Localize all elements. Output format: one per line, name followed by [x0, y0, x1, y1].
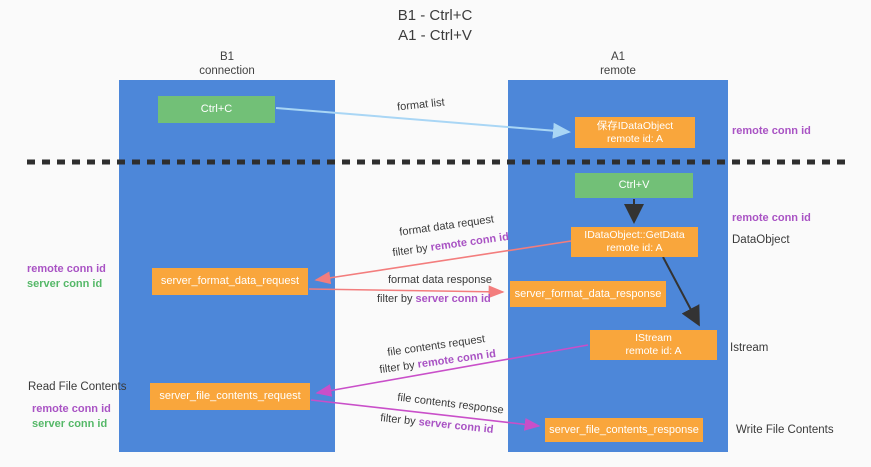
server-format-data-response-box: server_format_data_response	[510, 281, 666, 307]
arrow-format-data-request	[314, 240, 572, 285]
server-format-data-request-box: server_format_data_request	[152, 268, 308, 295]
server-file-contents-request-box: server_file_contents_request	[150, 383, 310, 410]
server-conn-id-label: server conn id	[27, 277, 103, 290]
arrow-format-list	[275, 107, 571, 139]
filter-by-server-label-1: filter by server conn id	[377, 293, 491, 305]
server-conn-id-label: server conn id	[32, 417, 108, 430]
istream-box: IStream remote id: A	[590, 330, 717, 360]
save-idataobject-box: 保存IDataObject remote id: A	[575, 117, 695, 148]
remote-conn-id-label: remote conn id	[32, 403, 111, 415]
istream-side-label: Istream	[730, 342, 769, 354]
server-format-data-request-label: server_format_data_request	[160, 275, 300, 287]
right-column-header: A1 remote	[508, 50, 728, 78]
diagram-title: B1 - Ctrl+C A1 - Ctrl+V	[300, 6, 570, 46]
save-idataobject-line2: remote id: A	[606, 132, 664, 145]
save-idataobject-line1: 保存IDataObject	[596, 119, 674, 132]
istream-line2: remote id: A	[625, 345, 682, 357]
arrow-format-data-response	[308, 285, 505, 299]
left-column-header: B1 connection	[119, 50, 335, 78]
left-conn-id-pair-1: remote conn id server conn id	[27, 262, 106, 291]
arrow-file-contents-request	[315, 344, 589, 397]
format-data-response-label: format data response	[388, 274, 492, 286]
title-line-2: A1 - Ctrl+V	[398, 27, 472, 44]
remote-conn-id-label-top: remote conn id	[732, 125, 811, 137]
read-file-contents-label: Read File Contents	[28, 381, 127, 393]
ctrl-v-label: Ctrl+V	[618, 179, 650, 191]
server-file-contents-response-box: server_file_contents_response	[545, 418, 703, 442]
dataobject-label: DataObject	[732, 234, 790, 246]
left-conn-id-pair-2: remote conn id server conn id	[32, 402, 111, 431]
write-file-contents-label: Write File Contents	[736, 424, 834, 436]
remote-conn-id-label-mid: remote conn id	[732, 212, 811, 224]
server-conn-id-highlight: server conn id	[415, 293, 491, 305]
server-file-contents-response-label: server_file_contents_response	[549, 423, 699, 436]
getdata-box: IDataObject::GetData remote id: A	[571, 227, 698, 257]
getdata-line1: IDataObject::GetData	[584, 229, 685, 241]
ctrl-c-label: Ctrl+C	[200, 103, 233, 115]
arrow-file-contents-response	[310, 399, 541, 431]
server-file-contents-request-label: server_file_contents_request	[159, 390, 301, 402]
istream-line1: IStream	[635, 332, 672, 344]
right-column-role: remote	[600, 65, 636, 77]
arrow-getdata-to-istream	[662, 256, 700, 327]
title-line-1: B1 - Ctrl+C	[397, 7, 473, 24]
left-column-name: B1	[219, 51, 235, 63]
right-column-name: A1	[610, 51, 626, 63]
server-format-data-response-label: server_format_data_response	[514, 287, 662, 300]
left-column-role: connection	[199, 65, 255, 77]
ctrl-v-box: Ctrl+V	[575, 173, 693, 198]
ctrl-c-box: Ctrl+C	[158, 96, 275, 123]
filter-by-text: filter by	[377, 293, 413, 305]
remote-conn-id-label: remote conn id	[27, 263, 106, 275]
getdata-line2: remote id: A	[606, 242, 663, 254]
